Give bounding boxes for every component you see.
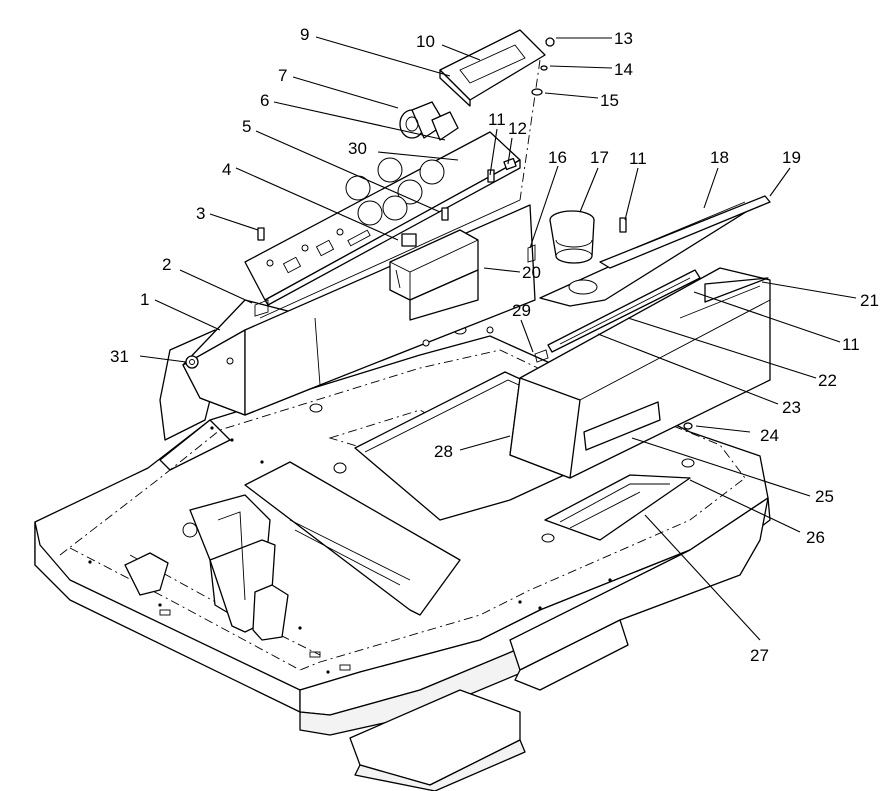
relay-bracket bbox=[389, 229, 479, 321]
callout-22: 22 bbox=[818, 371, 837, 390]
callout-21: 21 bbox=[860, 291, 879, 310]
callout-25: 25 bbox=[815, 487, 834, 506]
callout-16: 16 bbox=[548, 148, 567, 167]
callout-6: 6 bbox=[260, 91, 269, 110]
callout-5: 5 bbox=[242, 117, 251, 136]
callout-15: 15 bbox=[600, 91, 619, 110]
right-console-housing bbox=[509, 267, 771, 479]
callout-28: 28 bbox=[434, 442, 453, 461]
callout-9: 9 bbox=[300, 25, 309, 44]
right-console-tray bbox=[539, 195, 771, 307]
callout-26: 26 bbox=[806, 528, 825, 547]
fastener-hardware bbox=[185, 37, 693, 430]
cover-plate bbox=[439, 29, 546, 201]
pedal-bracket-assembly bbox=[124, 494, 289, 641]
callout-20: 20 bbox=[522, 263, 541, 282]
callout-14: 14 bbox=[614, 60, 633, 79]
callout-29: 29 bbox=[512, 301, 531, 320]
callout-24: 24 bbox=[760, 426, 779, 445]
callout-11-right: 11 bbox=[842, 335, 860, 354]
cup-holder bbox=[549, 210, 595, 264]
callout-2: 2 bbox=[162, 255, 171, 274]
leader-lines bbox=[139, 36, 857, 641]
callout-19: 19 bbox=[782, 148, 801, 167]
callout-13: 13 bbox=[614, 29, 633, 48]
callout-11-upper: 11 bbox=[488, 110, 506, 129]
callout-3: 3 bbox=[196, 204, 205, 223]
ignition-switch bbox=[399, 101, 459, 141]
callout-10: 10 bbox=[416, 32, 435, 51]
callout-7: 7 bbox=[278, 66, 287, 85]
callout-18: 18 bbox=[710, 148, 729, 167]
callout-17: 17 bbox=[590, 148, 609, 167]
callout-12: 12 bbox=[508, 119, 527, 138]
callout-4: 4 bbox=[222, 160, 231, 179]
callout-30: 30 bbox=[348, 139, 367, 158]
callout-1: 1 bbox=[140, 290, 149, 309]
callout-23: 23 bbox=[782, 398, 801, 417]
callout-labels: 1 2 3 4 5 6 7 9 10 11 11 11 12 13 14 15 … bbox=[110, 25, 879, 665]
callout-27: 27 bbox=[750, 646, 769, 665]
control-panel-plate bbox=[244, 131, 521, 306]
callout-31: 31 bbox=[110, 347, 129, 366]
callout-11-tray: 11 bbox=[629, 149, 647, 168]
